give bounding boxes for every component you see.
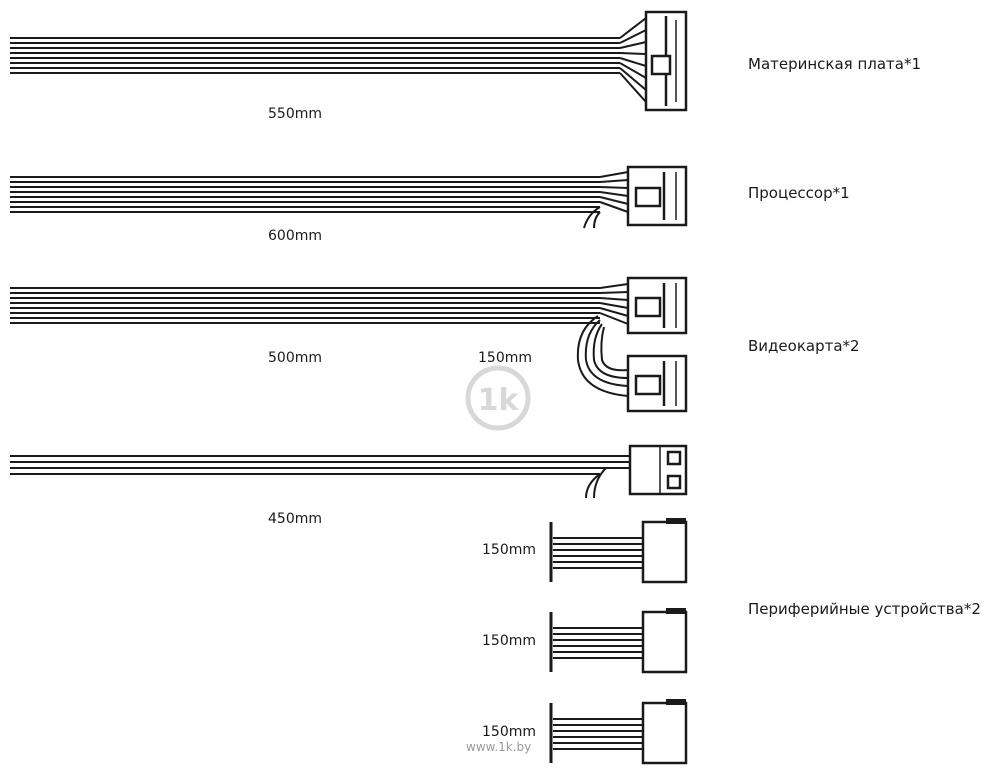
gpu-connector-2 bbox=[626, 354, 688, 413]
gpu-cable bbox=[10, 276, 688, 413]
length-sata-1: 150mm bbox=[482, 542, 536, 558]
cable-name-gpu: Видеокарта*2 bbox=[748, 337, 860, 355]
cable-name-motherboard: Материнская плата*1 bbox=[748, 55, 922, 73]
length-motherboard: 550mm bbox=[268, 106, 322, 122]
length-sata-3: 150mm bbox=[482, 724, 536, 740]
cable-name-peripheral: Периферийные устройства*2 bbox=[748, 600, 981, 618]
motherboard-cable bbox=[10, 10, 688, 112]
peripheral-cable-wires bbox=[10, 455, 630, 499]
logo-watermark-icon: 1k bbox=[465, 365, 531, 431]
gpu-connector-1 bbox=[626, 276, 688, 335]
sata-connector-2 bbox=[549, 608, 688, 674]
length-gpu-branch: 150mm bbox=[478, 350, 532, 366]
logo-text: 1k bbox=[478, 383, 520, 418]
sata-connector-1 bbox=[549, 518, 688, 584]
peripheral-cable bbox=[10, 444, 688, 765]
cpu-cable-wires bbox=[10, 171, 629, 229]
cpu-connector bbox=[626, 165, 688, 227]
length-cpu: 600mm bbox=[268, 228, 322, 244]
sata-connector-3 bbox=[549, 699, 688, 765]
molex-connector bbox=[628, 444, 688, 496]
gpu-cable-wires bbox=[10, 283, 629, 397]
length-peripheral-main: 450mm bbox=[268, 511, 322, 527]
length-gpu-main: 500mm bbox=[268, 350, 322, 366]
motherboard-connector bbox=[644, 10, 688, 112]
length-sata-2: 150mm bbox=[482, 633, 536, 649]
watermark-text: www.1k.by bbox=[466, 740, 532, 754]
cable-name-cpu: Процессор*1 bbox=[748, 184, 850, 202]
motherboard-cable-wires bbox=[10, 17, 647, 103]
cpu-cable bbox=[10, 165, 688, 229]
